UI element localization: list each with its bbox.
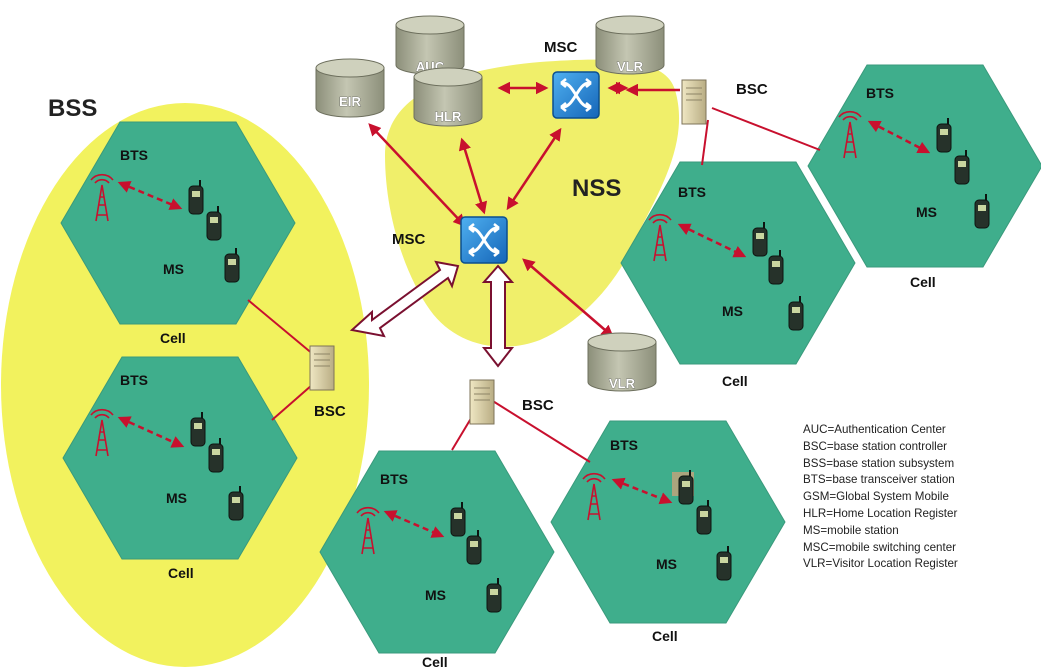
svg-text:MS: MS	[163, 261, 184, 277]
svg-text:MS: MS	[656, 556, 677, 572]
cell-2-contents: BTS MS Cell	[90, 372, 244, 581]
nss-label: NSS	[572, 175, 621, 202]
svg-text:Cell: Cell	[652, 628, 678, 644]
legend-item: MS=mobile station	[803, 523, 899, 537]
eir-database: EIR	[315, 58, 385, 118]
svg-text:BTS: BTS	[380, 471, 408, 487]
abbreviation-legend: AUC=Authentication Center BSC=base stati…	[803, 422, 1039, 573]
svg-text:BTS: BTS	[610, 437, 638, 453]
vlr-database-bottom: VLR	[587, 332, 657, 392]
svg-text:BTS: BTS	[120, 147, 148, 163]
cell-3-contents: BTS MS Cell	[648, 184, 804, 389]
auc-database: AUC	[395, 15, 465, 75]
legend-item: HLR=Home Location Register	[803, 506, 958, 520]
cell-5-contents: BTS MS Cell	[356, 471, 502, 670]
svg-text:Cell: Cell	[722, 373, 748, 389]
svg-text:MS: MS	[425, 587, 446, 603]
legend-item: BSC=base station controller	[803, 439, 948, 453]
bsc-left-label: BSC	[314, 403, 346, 420]
cell-4-contents: BTS MS Cell	[838, 85, 990, 290]
bsc-cabinet-right	[681, 79, 707, 125]
legend-item: VLR=Visitor Location Register	[803, 557, 958, 571]
legend-item: GSM=Global System Mobile	[803, 490, 949, 504]
svg-text:VLR: VLR	[617, 59, 644, 74]
svg-text:MS: MS	[916, 204, 937, 220]
svg-text:BTS: BTS	[678, 184, 706, 200]
bsc-cabinet-left	[309, 345, 335, 391]
bss-label: BSS	[48, 95, 97, 122]
svg-text:Cell: Cell	[422, 654, 448, 670]
bsc-bottom-label: BSC	[522, 397, 554, 414]
cell-6-contents: BTS MS Cell	[582, 437, 732, 644]
cell-1-contents: BTS MS Cell	[90, 147, 240, 346]
svg-text:Cell: Cell	[168, 565, 194, 581]
svg-text:VLR: VLR	[609, 376, 636, 391]
svg-text:BTS: BTS	[120, 372, 148, 388]
legend-item: BSS=base station subsystem	[803, 456, 955, 470]
svg-text:BTS: BTS	[866, 85, 894, 101]
svg-text:MS: MS	[722, 303, 743, 319]
cell-hexagon	[550, 420, 786, 624]
legend-item: MSC=mobile switching center	[803, 540, 957, 554]
vlr-database-top: VLR	[595, 15, 665, 75]
svg-text:Cell: Cell	[160, 330, 186, 346]
legend-item: BTS=base transceiver station	[803, 473, 955, 487]
hlr-database: HLR	[413, 67, 483, 127]
msc-switch-top	[551, 70, 601, 120]
cell-hexagon	[807, 64, 1041, 268]
legend-item: AUC=Authentication Center	[803, 423, 946, 436]
bsc-cabinet-bottom	[469, 379, 495, 425]
svg-text:HLR: HLR	[435, 109, 462, 124]
bsc-right-label: BSC	[736, 81, 768, 98]
svg-text:MS: MS	[166, 490, 187, 506]
msc-center-label: MSC	[392, 231, 426, 248]
a-interface-arrows	[349, 260, 515, 368]
svg-text:EIR: EIR	[339, 94, 361, 109]
nss-signaling-arrows	[368, 81, 680, 338]
svg-text:Cell: Cell	[910, 274, 936, 290]
msc-top-label: MSC	[544, 39, 578, 56]
msc-switch-center	[459, 215, 509, 265]
